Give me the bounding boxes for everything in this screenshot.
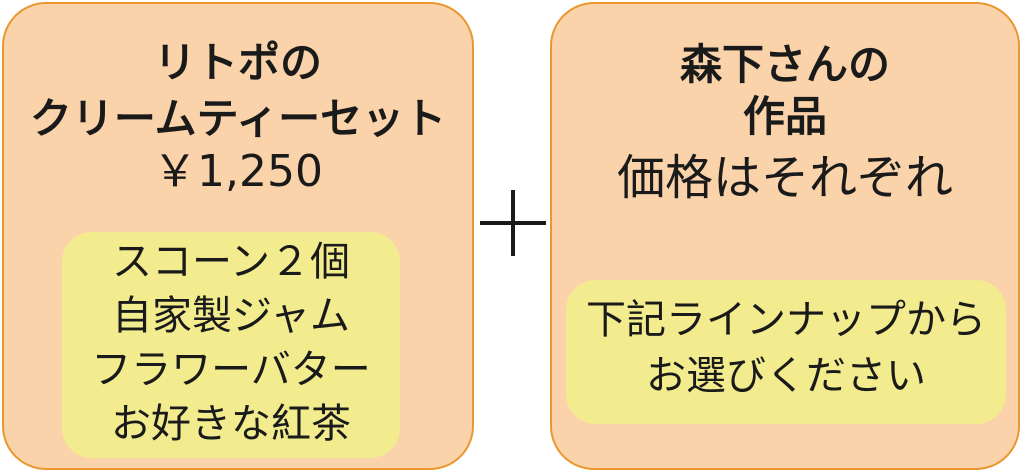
works-title-line1: 森下さんの: [679, 40, 890, 89]
lineup-note-line2: お選びください: [646, 353, 926, 399]
set-contents-box: スコーン２個 自家製ジャム フラワーバター お好きな紅茶: [62, 232, 400, 458]
set-item: お好きな紅茶: [111, 401, 351, 447]
plus-sign: [480, 190, 546, 256]
cream-tea-set-card: リトポの クリームティーセット ￥1,250 スコーン２個 自家製ジャム フラワ…: [2, 2, 474, 470]
set-price: ￥1,250: [153, 146, 323, 197]
morishita-works-card: 森下さんの 作品 価格はそれぞれ 下記ラインナップから お選びください: [550, 2, 1020, 470]
lineup-note-line1: 下記ラインナップから: [586, 297, 986, 343]
set-item: フラワーバター: [91, 347, 371, 393]
works-title-line2: 作品: [742, 92, 827, 141]
set-item: 自家製ジャム: [112, 293, 350, 339]
lineup-note-box: 下記ラインナップから お選びください: [566, 280, 1006, 424]
works-price-note: 価格はそれぞれ: [616, 150, 953, 206]
set-item: スコーン２個: [112, 239, 350, 285]
set-title-line2: クリームティーセット: [29, 94, 447, 143]
set-title-line1: リトポの: [153, 38, 322, 87]
